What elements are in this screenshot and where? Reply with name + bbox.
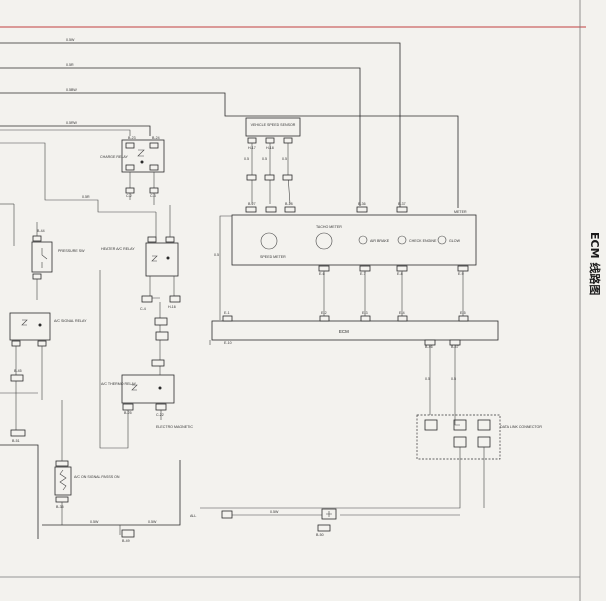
- svg-text:A/C THERMO RELAY: A/C THERMO RELAY: [101, 382, 137, 386]
- svg-text:B-35: B-35: [56, 505, 64, 509]
- svg-text:0.5: 0.5: [244, 157, 249, 161]
- svg-text:B-50: B-50: [316, 533, 324, 537]
- svg-text:B-45: B-45: [14, 369, 22, 373]
- svg-text:B-51: B-51: [12, 439, 20, 443]
- diagram-title: ECM 线路图: [588, 232, 602, 295]
- svg-text:B-44: B-44: [37, 229, 45, 233]
- wire-label-w1: 0.5W: [66, 38, 75, 42]
- svg-text:E-1: E-1: [224, 311, 230, 315]
- svg-text:B-46: B-46: [425, 345, 433, 349]
- connector-labels: B-23 B-24 C-2 C-3 H-17 H-18 B-27 B-28 B-…: [12, 136, 464, 543]
- meter-panel: METER SPEED METER TACHO METER AIR BRAKE …: [214, 206, 477, 320]
- svg-text:B-25: B-25: [124, 411, 132, 415]
- svg-text:B-49: B-49: [122, 539, 130, 543]
- svg-text:E-4: E-4: [399, 311, 405, 315]
- svg-text:0.5: 0.5: [451, 377, 456, 381]
- svg-text:B-47: B-47: [451, 345, 459, 349]
- svg-text:A/C SIGNAL RELAY: A/C SIGNAL RELAY: [54, 319, 87, 323]
- svg-text:DATA LINK CONNECTOR: DATA LINK CONNECTOR: [500, 425, 542, 429]
- supply-wires: 0.5W 0.5R 0.5BW 0.5RW 0.5R: [0, 38, 459, 246]
- svg-text:C-3: C-3: [150, 194, 156, 198]
- svg-text:0.5W: 0.5W: [270, 510, 279, 514]
- ac-on-signal: A/C ON SIGNAL PASSS ON B-35: [54, 400, 120, 525]
- svg-text:PRESSURE SW: PRESSURE SW: [58, 249, 85, 253]
- svg-text:E-7: E-7: [360, 272, 366, 276]
- svg-text:0.5W: 0.5W: [90, 520, 99, 524]
- charge-relay: CHARGE RELAY: [100, 139, 165, 205]
- svg-text:H-17: H-17: [248, 146, 256, 150]
- heater-ac-relay: HEATER A/C RELAY H-16: [101, 205, 181, 309]
- svg-text:C-2: C-2: [126, 194, 132, 198]
- svg-text:ALL: ALL: [190, 514, 196, 518]
- svg-text:H-16: H-16: [168, 305, 176, 309]
- svg-text:VEHICLE SPEED SENSOR: VEHICLE SPEED SENSOR: [251, 123, 296, 127]
- ac-thermo-relay: A/C THERMO RELAY ELECTRO MAGNETIC: [99, 270, 193, 449]
- svg-text:0.5W: 0.5W: [148, 520, 157, 524]
- wire-label-w4: 0.5RW: [66, 121, 78, 125]
- svg-text:GLOW: GLOW: [449, 239, 461, 243]
- page-border: [0, 0, 586, 601]
- svg-text:B-23: B-23: [128, 136, 136, 140]
- svg-text:A/C ON SIGNAL PASSS ON: A/C ON SIGNAL PASSS ON: [74, 475, 120, 479]
- svg-text:HEATER A/C RELAY: HEATER A/C RELAY: [101, 247, 135, 251]
- svg-text:CHARGE RELAY: CHARGE RELAY: [100, 155, 128, 159]
- svg-text:E-3: E-3: [362, 311, 368, 315]
- wire-label-w3: 0.5BW: [66, 88, 77, 92]
- svg-text:E-5: E-5: [460, 311, 466, 315]
- svg-text:METER: METER: [454, 210, 467, 214]
- svg-text:AIR BRAKE: AIR BRAKE: [370, 239, 390, 243]
- wire-label-l32: 0.5R: [82, 195, 90, 199]
- svg-text:0.5: 0.5: [282, 157, 287, 161]
- svg-text:E-2: E-2: [321, 311, 327, 315]
- svg-text:SPEED METER: SPEED METER: [260, 255, 286, 259]
- wire-label-w2: 0.5R: [66, 63, 74, 67]
- ecm-unit: ECM E-1 E-2 E-3 E-4 E-5: [209, 311, 499, 346]
- svg-text:TACHO METER: TACHO METER: [316, 225, 342, 229]
- bottom-bus: 0.5W 0.5W 0.5W ALL: [0, 444, 460, 539]
- svg-text:0.5: 0.5: [262, 157, 267, 161]
- svg-text:C-22: C-22: [156, 413, 164, 417]
- svg-text:B-36: B-36: [358, 202, 366, 206]
- svg-text:ECM: ECM: [339, 329, 349, 334]
- svg-text:0.5: 0.5: [425, 377, 430, 381]
- svg-text:E-8: E-8: [397, 272, 403, 276]
- svg-text:B-37: B-37: [398, 202, 406, 206]
- svg-text:ELECTRO MAGNETIC: ELECTRO MAGNETIC: [156, 425, 193, 429]
- svg-text:C-4: C-4: [140, 307, 146, 311]
- svg-text:E-9: E-9: [458, 272, 464, 276]
- svg-text:B-28: B-28: [285, 202, 293, 206]
- svg-text:B-24: B-24: [152, 136, 160, 140]
- svg-text:E-10: E-10: [224, 341, 232, 345]
- svg-text:CHECK ENGINE: CHECK ENGINE: [409, 239, 437, 243]
- data-link-connector: DATA LINK CONNECTOR 0.5 0.5: [200, 345, 542, 509]
- svg-text:E-6: E-6: [319, 272, 325, 276]
- svg-text:0.5: 0.5: [214, 253, 219, 257]
- svg-text:H-18: H-18: [266, 146, 274, 150]
- pressure-switch: PRESSURE SW: [31, 222, 85, 300]
- ac-signal-relay: A/C SIGNAL RELAY: [0, 312, 87, 437]
- svg-text:B-27: B-27: [248, 202, 256, 206]
- vehicle-speed-sensor: VEHICLE SPEED SENSOR 0.5 0.5 0.5: [244, 117, 301, 205]
